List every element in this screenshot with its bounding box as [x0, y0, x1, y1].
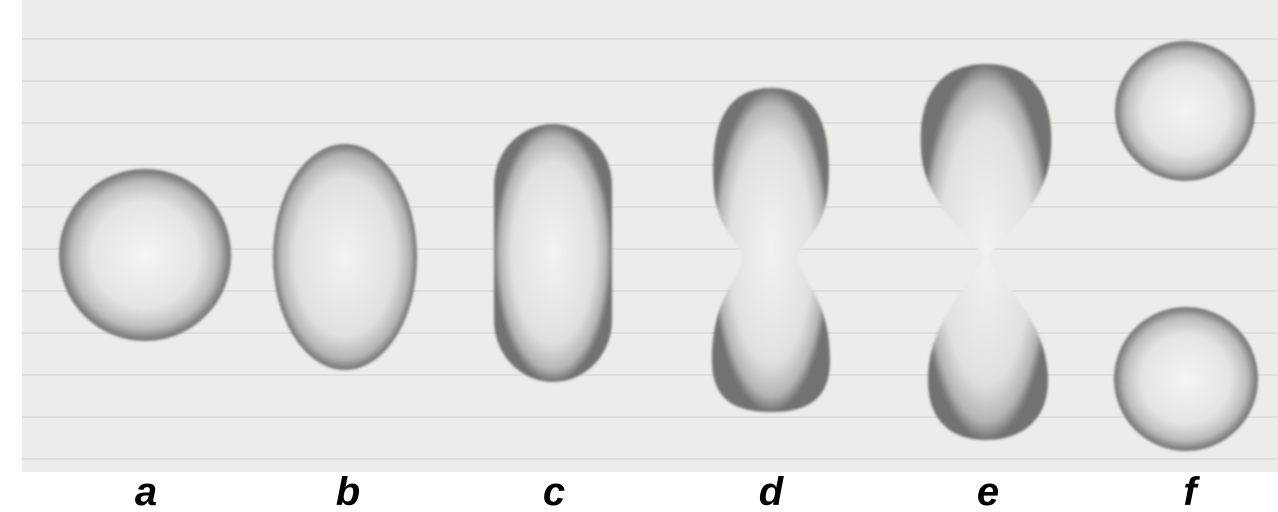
stage-c-capsule — [494, 124, 612, 382]
stage-a-sphere — [59, 169, 231, 341]
stage-b-ellipsoid — [273, 144, 417, 370]
stage-d-dumbbell — [712, 88, 830, 412]
label-f: f — [1160, 472, 1220, 512]
stage-f-lower-sphere — [1114, 307, 1258, 451]
stage-f-two-spheres — [1114, 41, 1258, 451]
label-b: b — [318, 472, 378, 512]
label-a: a — [116, 472, 176, 512]
label-d: d — [741, 472, 801, 512]
label-e: e — [958, 472, 1018, 512]
label-c: c — [524, 472, 584, 512]
stage-f-upper-sphere — [1115, 41, 1255, 181]
stage-e-hourglass — [921, 64, 1052, 440]
